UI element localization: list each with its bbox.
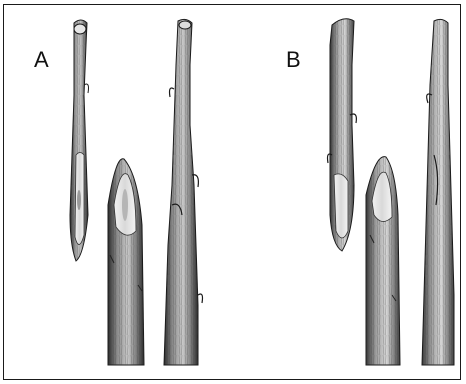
stock-a (108, 159, 144, 365)
stem-b (422, 19, 454, 365)
figure-frame: A B (3, 4, 461, 380)
stock-b (366, 157, 400, 365)
stem-a (164, 19, 203, 365)
graft-illustration (4, 5, 460, 379)
scion-b (328, 19, 357, 251)
scion-a (70, 20, 89, 261)
